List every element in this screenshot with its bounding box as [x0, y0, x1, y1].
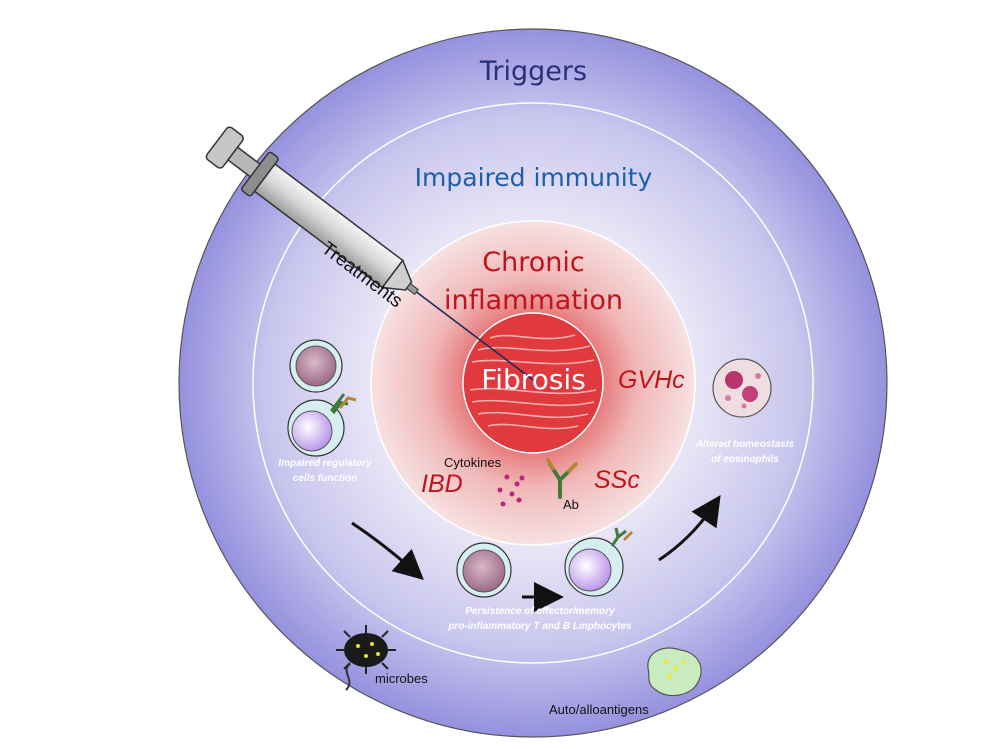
- arrow-icon: [658, 495, 721, 562]
- regulatory-cells-caption: Impaired regulatory cells function: [250, 456, 400, 486]
- antibody-icon: [546, 458, 578, 499]
- disease-ibd: IBD: [421, 470, 463, 498]
- impaired-immunity-title: Impaired immunity: [414, 163, 653, 192]
- disease-gvhc: GVHc: [618, 366, 685, 394]
- chronic-inflammation-title: Chronic inflammation: [0, 244, 999, 320]
- lymphocyte-icon: [456, 542, 512, 598]
- b-cell-antibody-icon: [287, 393, 357, 457]
- microbe-icon: [336, 625, 396, 691]
- eosinophil-icon: [712, 358, 772, 418]
- chronic-inflammation-line2: inflammation: [443, 285, 624, 316]
- b-cell-antibody-icon: [564, 527, 634, 597]
- caption-line: Altered homeostasis: [695, 439, 795, 450]
- caption-line: Persistence of effector/memory: [465, 606, 615, 617]
- antibody-label: Ab: [563, 497, 579, 512]
- cytokine-dots-icon: [497, 474, 525, 507]
- auto-alloantigens-label: Auto/alloantigens: [549, 702, 649, 717]
- middle-ring-impaired-immunity: [252, 102, 814, 664]
- persistence-caption: Persistence of effector/memory pro-infla…: [400, 604, 680, 634]
- syringe-icon: [205, 126, 536, 382]
- eosinophils-caption: Altered homeostasis of eosinophils: [670, 437, 820, 467]
- microbes-label: microbes: [375, 671, 428, 686]
- caption-line: pro-inflammatory T and B Lmphocytes: [448, 621, 632, 632]
- caption-line: cells function: [292, 473, 358, 484]
- antigen-cell-icon: [647, 647, 702, 697]
- chronic-inflammation-line1: Chronic: [482, 247, 585, 278]
- disease-ssc: SSc: [594, 466, 640, 494]
- triggers-title: Triggers: [479, 56, 588, 87]
- fibrosis-title: Fibrosis: [481, 363, 586, 396]
- lymphocyte-icon: [289, 339, 343, 393]
- caption-line: of eosinophils: [711, 454, 779, 465]
- cytokines-label: Cytokines: [444, 455, 502, 470]
- fibrosis-strands-icon: [469, 334, 597, 430]
- arrow-icon: [351, 521, 424, 581]
- caption-line: Impaired regulatory: [278, 458, 372, 469]
